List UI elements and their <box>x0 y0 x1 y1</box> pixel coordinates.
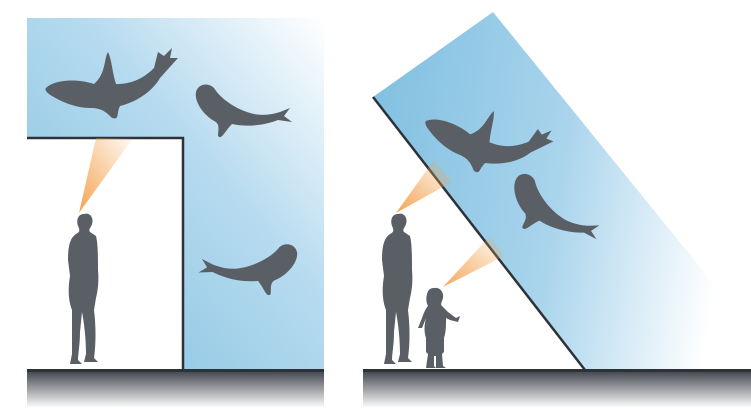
adult-viewer-right <box>382 214 412 364</box>
left-sightline-beam <box>79 138 133 213</box>
right-floor <box>363 370 751 408</box>
left-floor <box>27 370 324 408</box>
child-viewer-right <box>418 288 460 368</box>
left-floor-edge <box>27 369 324 372</box>
right-panel <box>363 12 751 408</box>
right-floor-edge <box>363 369 751 372</box>
adult-viewer-left <box>68 214 98 364</box>
left-panel <box>27 18 324 408</box>
right-sightline-beam-child <box>443 236 504 287</box>
left-tank-water <box>27 18 324 370</box>
